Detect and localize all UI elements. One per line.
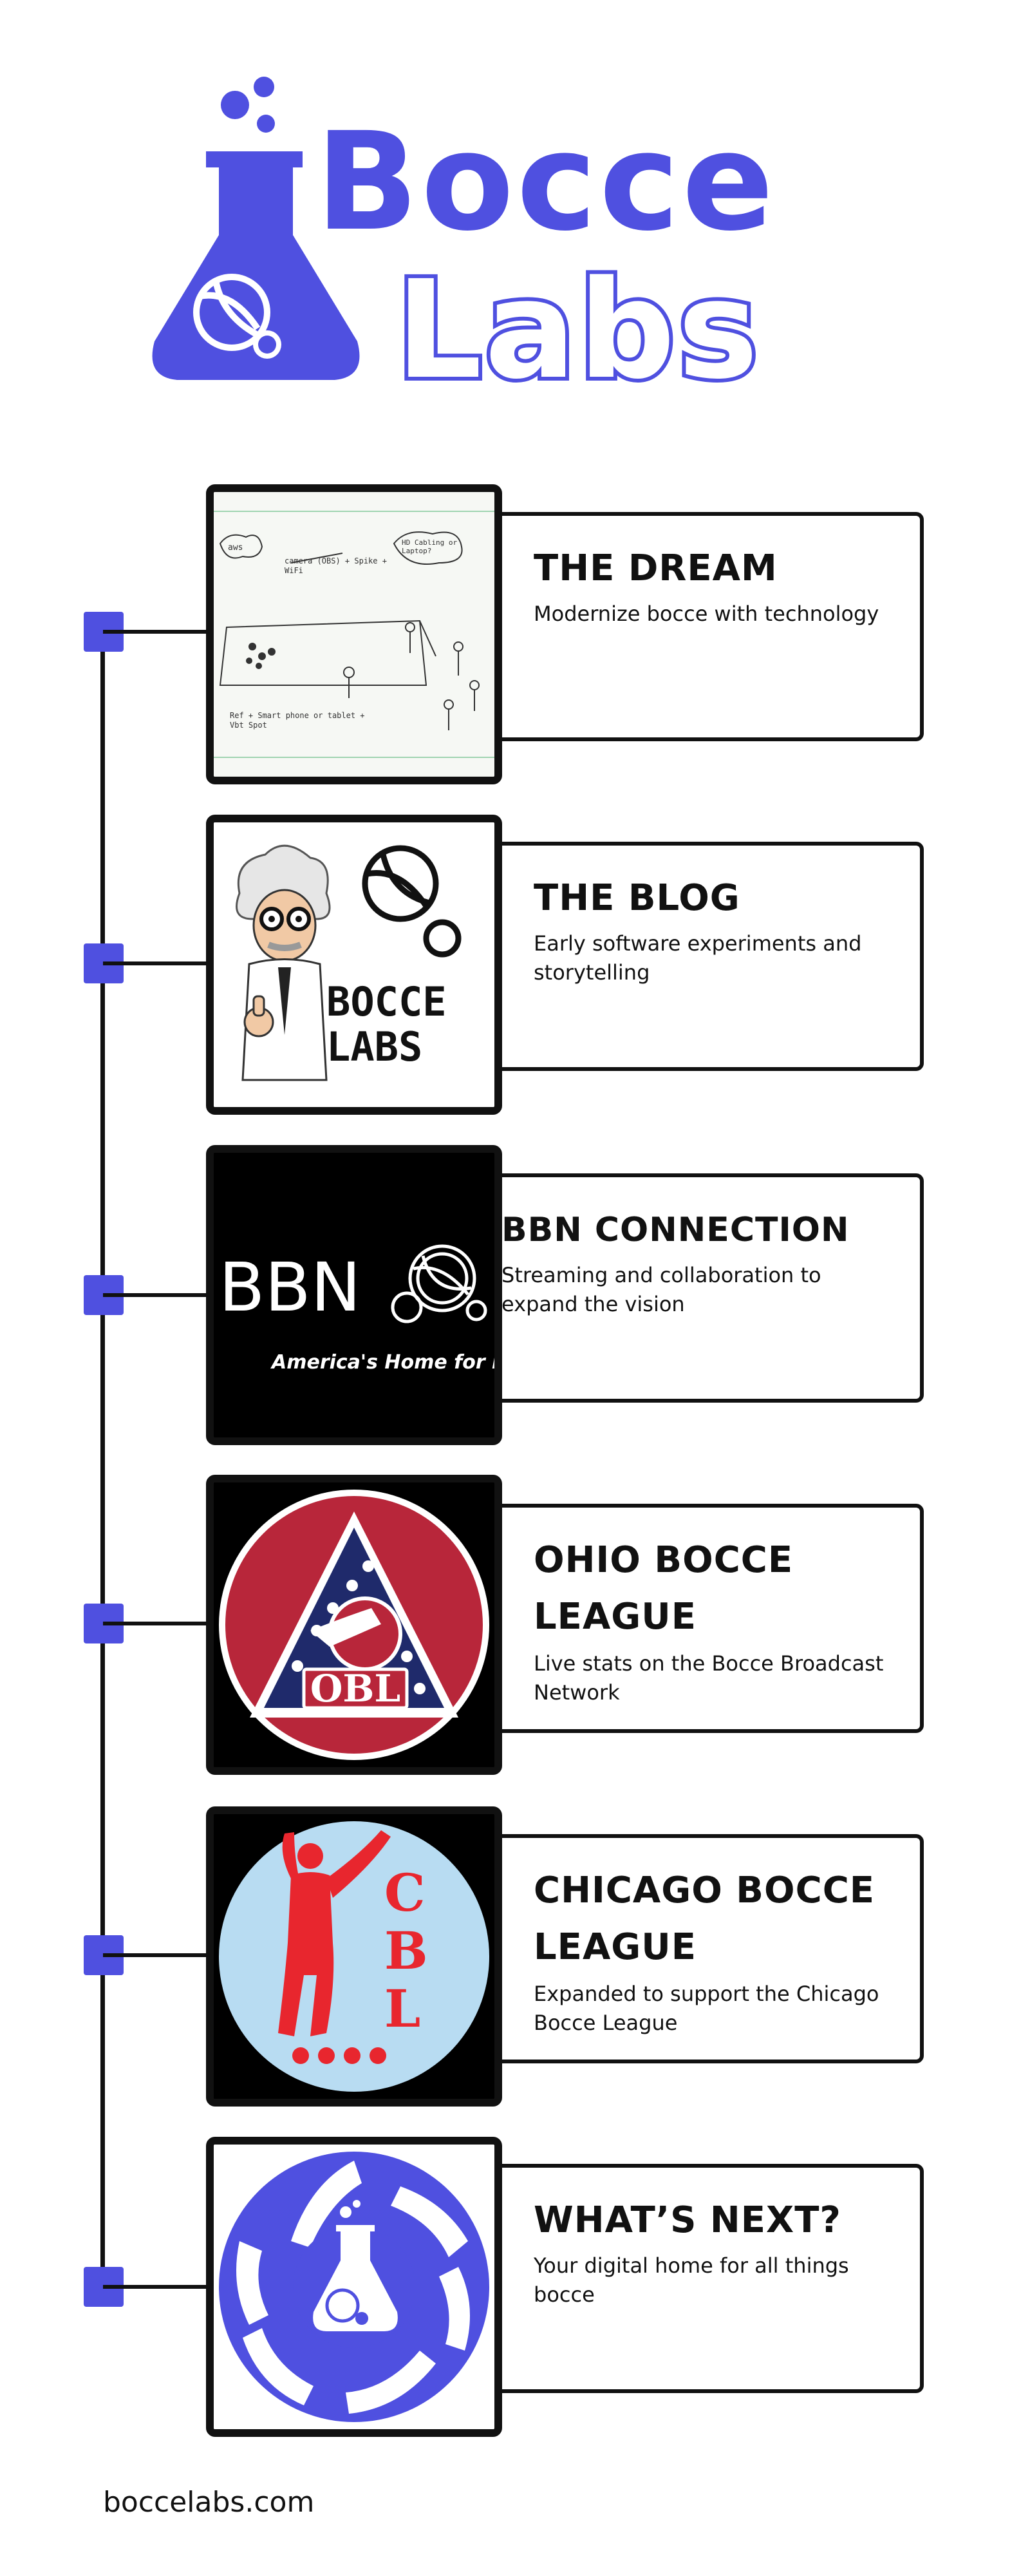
svg-text:America's Home for Bocce: America's Home for Bocce <box>270 1351 494 1374</box>
whats-next-image <box>206 2137 502 2437</box>
card-description: Your digital home for all things bocce <box>534 2253 849 2307</box>
flask-icon <box>313 2200 398 2331</box>
bbn-logo-image: BBN America's Home for Bocce <box>206 1145 502 1445</box>
brand-line1: Bocce <box>315 103 776 261</box>
bocce-balls-icon <box>391 1244 487 1323</box>
timeline-connector <box>103 1622 209 1625</box>
card-title: THE BLOG <box>534 877 740 919</box>
svg-text:B: B <box>384 1920 428 1981</box>
timeline-connector <box>103 630 209 634</box>
player-silhouette-icon <box>278 1830 391 2036</box>
card-title: THE DREAM <box>534 547 778 589</box>
sketch-drawing: aws camera (OBS) + Spike + WiFi HD Cabli… <box>214 492 494 777</box>
card-title: WHAT’S NEXT? <box>534 2199 841 2241</box>
timeline-card-bbn: BBN CONNECTION Streaming and collaborati… <box>480 1173 924 1403</box>
svg-text:BOCCE: BOCCE <box>326 978 447 1025</box>
svg-text:BBN: BBN <box>219 1248 361 1327</box>
bocce-ball-icon <box>362 845 439 922</box>
footer-url[interactable]: boccelabs.com <box>103 2486 315 2519</box>
bubble-icon <box>254 77 274 97</box>
timeline-connector <box>103 1293 209 1297</box>
card-description: Expanded to support the Chicago Bocce Le… <box>534 1982 879 2035</box>
brand-line2: Labs <box>396 251 761 393</box>
blog-logo-image: BOCCE LABS <box>206 815 502 1115</box>
stars-icon <box>292 2047 386 2064</box>
card-description: Live stats on the Bocce Broadcast Networ… <box>534 1651 884 1705</box>
bocce-ball-icon <box>193 274 270 351</box>
chicago-league-logo-image: C B L <box>206 1806 502 2107</box>
bocce-labs-logo: Bocce Labs <box>152 77 776 393</box>
flask-icon <box>152 151 360 380</box>
svg-text:aws: aws <box>228 543 243 553</box>
timeline-connector <box>103 2285 209 2289</box>
pallino-icon <box>423 919 462 958</box>
card-title: BBN CONNECTION <box>501 1211 850 1249</box>
card-description: Early software experiments and storytell… <box>534 931 862 985</box>
card-description: Modernize bocce with technology <box>534 601 879 626</box>
timeline-connector <box>103 961 209 965</box>
dream-sketch-image: aws camera (OBS) + Spike + WiFi HD Cabli… <box>206 484 502 784</box>
svg-text:OBL: OBL <box>310 1667 400 1710</box>
svg-text:L: L <box>384 1978 420 2039</box>
timeline-connector <box>103 1953 209 1957</box>
player-silhouette-icon <box>310 1608 381 1647</box>
svg-text:C: C <box>384 1862 426 1923</box>
timeline-card-blog: THE BLOG Early software experiments and … <box>480 842 924 1071</box>
bubble-icon <box>257 115 275 133</box>
timeline-card-dream: THE DREAM Modernize bocce with technolog… <box>480 512 924 741</box>
professor-icon <box>236 844 331 1081</box>
ohio-league-logo-image: OBL <box>206 1475 502 1775</box>
timeline-card-next: WHAT’S NEXT? Your digital home for all t… <box>480 2164 924 2393</box>
card-description: Streaming and collaboration to expand th… <box>501 1263 821 1316</box>
svg-text:LABS: LABS <box>326 1023 422 1070</box>
bubble-icon <box>221 91 249 119</box>
timeline-line <box>100 628 105 2283</box>
